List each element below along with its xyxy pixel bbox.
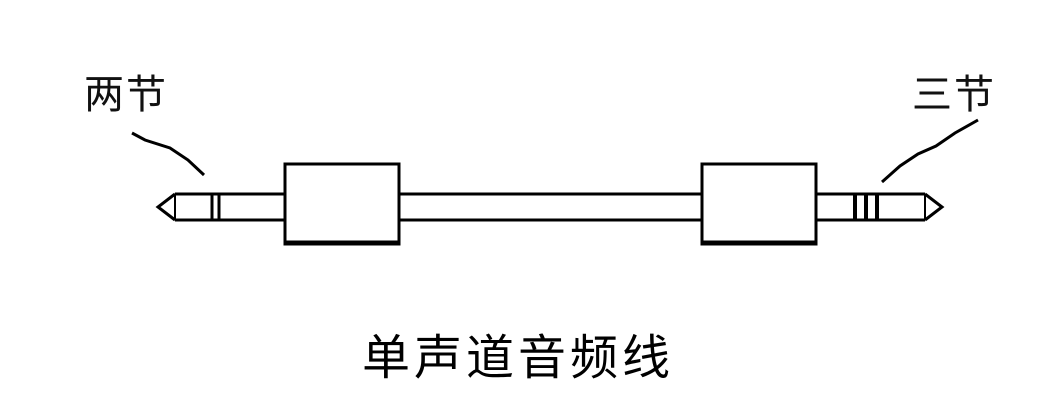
left-plug-tip bbox=[155, 192, 176, 222]
cable bbox=[398, 192, 704, 222]
left-connector-box bbox=[283, 162, 401, 246]
left-plug-label: 两节 bbox=[84, 72, 168, 118]
left-connector-body bbox=[283, 162, 401, 246]
right-plug-label: 三节 bbox=[912, 72, 996, 118]
right-leader-line bbox=[881, 118, 979, 184]
left-plug bbox=[155, 192, 286, 222]
left-leader-line bbox=[131, 131, 206, 177]
diagram-caption: 单声道音频线 bbox=[362, 330, 675, 386]
right-plug-tip bbox=[924, 192, 945, 222]
right-connector-box bbox=[700, 162, 818, 246]
right-plug bbox=[815, 192, 945, 222]
right-connector-body bbox=[700, 162, 818, 246]
